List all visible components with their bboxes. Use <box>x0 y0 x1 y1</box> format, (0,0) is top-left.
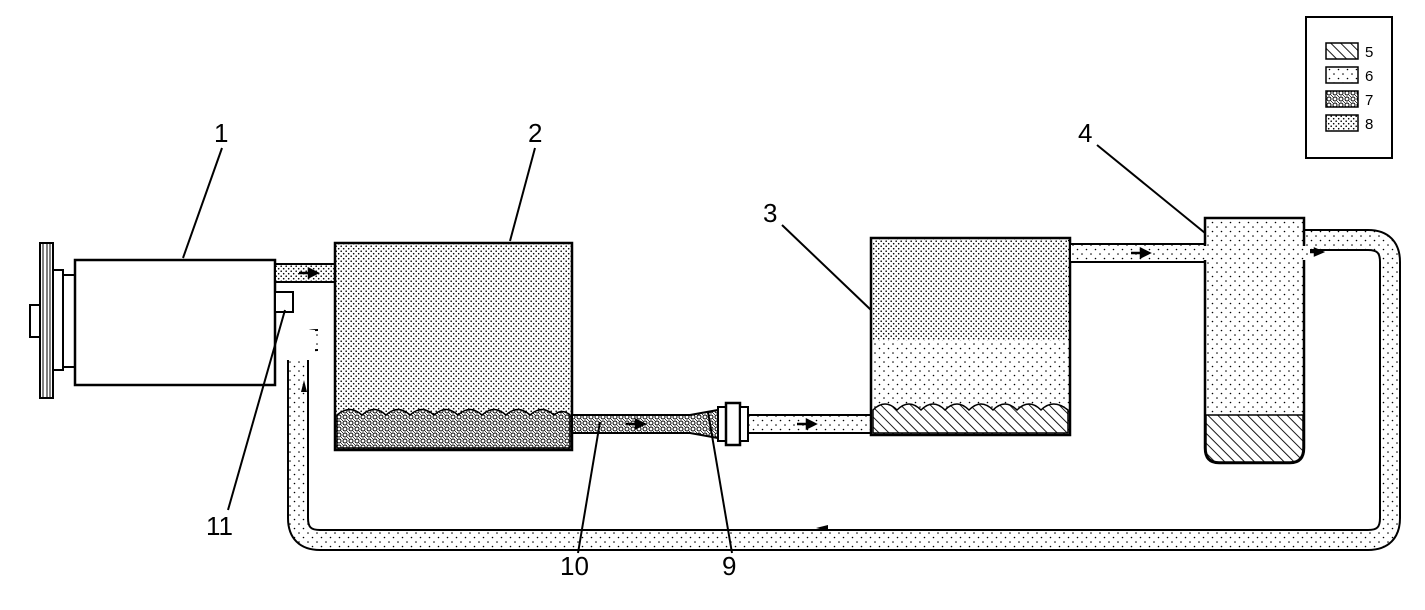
callout-9: 9 <box>722 551 736 581</box>
leader-lines <box>182 144 1206 554</box>
return-line <box>275 229 1401 551</box>
discharge-line <box>274 263 338 283</box>
callout-3: 3 <box>763 198 777 228</box>
callout-2: 2 <box>528 118 542 148</box>
liquid-line <box>571 408 719 440</box>
legend: 5 6 7 8 <box>1305 16 1393 159</box>
orifice-tube <box>717 401 749 447</box>
pressure-switch <box>274 291 294 313</box>
suction-line <box>1069 243 1208 263</box>
arrow-icon <box>626 417 647 431</box>
compressor <box>29 242 294 399</box>
arrow-icon <box>301 380 307 392</box>
arrow-icon <box>797 417 818 431</box>
legend-swatch-light-dots <box>1325 66 1359 84</box>
legend-label: 6 <box>1365 68 1373 85</box>
legend-item-8: 8 <box>1325 114 1373 133</box>
callout-10: 10 <box>560 551 589 581</box>
accumulator <box>1200 216 1310 465</box>
condenser <box>333 241 574 452</box>
legend-label: 5 <box>1365 44 1373 61</box>
legend-item-5: 5 <box>1325 42 1373 61</box>
callout-4: 4 <box>1078 118 1092 148</box>
arrow-icon <box>1131 246 1152 260</box>
legend-swatch-dense-dots <box>1325 114 1359 132</box>
arrow-icon <box>816 525 828 531</box>
evaporator-inlet-line <box>747 414 874 434</box>
legend-item-6: 6 <box>1325 66 1373 85</box>
arrow-icon <box>299 266 320 280</box>
callout-1: 1 <box>214 118 228 148</box>
callouts: 1 2 3 4 9 10 11 <box>206 118 1092 581</box>
legend-swatch-crosshatch <box>1325 90 1359 108</box>
callout-11: 11 <box>206 511 233 541</box>
legend-swatch-hatch <box>1325 42 1359 60</box>
legend-label: 7 <box>1365 92 1373 109</box>
evaporator <box>869 236 1072 437</box>
legend-label: 8 <box>1365 116 1373 133</box>
legend-item-7: 7 <box>1325 90 1373 109</box>
